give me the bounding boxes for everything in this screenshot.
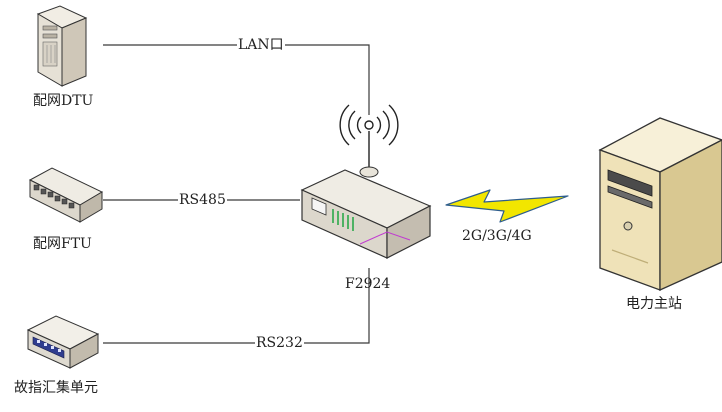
fault-unit-label: 故指汇集单元 bbox=[14, 380, 98, 396]
wireless-label: 2G/3G/4G bbox=[462, 228, 532, 244]
lan-link-line bbox=[103, 44, 370, 115]
switch-box-icon bbox=[28, 167, 104, 223]
collector-box-icon bbox=[26, 315, 100, 369]
rs232-label: RS232 bbox=[255, 335, 304, 351]
tower-server-icon bbox=[36, 5, 88, 87]
lightning-bolt-icon bbox=[445, 189, 569, 223]
master-station-label: 电力主站 bbox=[626, 296, 682, 312]
rs485-label: RS485 bbox=[178, 192, 227, 208]
ftu-label: 配网FTU bbox=[33, 236, 92, 252]
antenna-icon bbox=[339, 104, 399, 168]
pc-tower-icon bbox=[598, 117, 722, 292]
lan-port-label: LAN口 bbox=[237, 37, 285, 53]
dtu-label: 配网DTU bbox=[33, 93, 94, 109]
rs232-link-line bbox=[103, 268, 370, 344]
router-icon bbox=[300, 166, 432, 259]
gateway-label: F2924 bbox=[345, 276, 391, 292]
